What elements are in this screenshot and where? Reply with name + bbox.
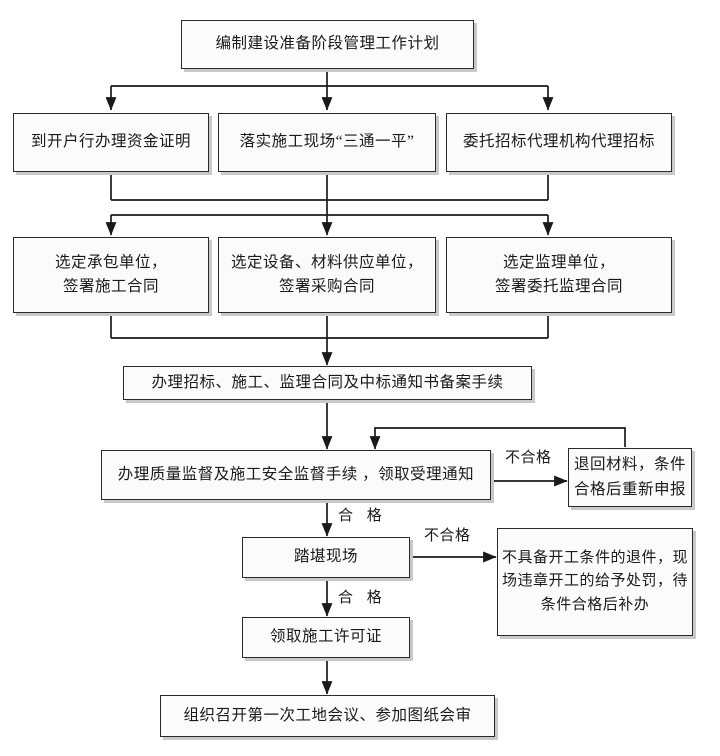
node-quality-safety-supervision-line-1: 办理质量监督及施工安全监督手续 ，领取受理通知 (117, 465, 475, 483)
node-not-qualified-penalty-line-1: 不具备开工条件的退件，现 (501, 550, 688, 567)
node-site-three-connections[interactable]: 落实施工现场“三通一平” (218, 113, 436, 172)
connector-return-feedback (369, 427, 626, 450)
node-select-contractor[interactable]: 选定承包单位， 签署施工合同 (13, 237, 209, 313)
node-first-site-meeting[interactable]: 组织召开第一次工地会议、参加图纸会审 (160, 695, 495, 737)
edge-label-survey-fail: 不合格 (424, 528, 471, 544)
node-select-supplier-line-2: 签署采购合同 (278, 278, 375, 295)
node-fund-certificate-line-1: 到开户行办理资金证明 (30, 133, 191, 151)
edge-label-supervision-fail: 不合格 (505, 450, 552, 466)
node-construction-permit-line-1: 领取施工许可证 (269, 628, 382, 646)
node-quality-safety-supervision[interactable]: 办理质量监督及施工安全监督手续 ，领取受理通知 (101, 450, 491, 500)
node-select-contractor-line-2: 签署施工合同 (62, 278, 159, 295)
node-return-materials[interactable]: 退回材料，条件 合格后重新申报 (568, 448, 692, 507)
node-select-supplier-line-1: 选定设备、材料供应单位， (230, 253, 423, 271)
node-select-contractor-line-1: 选定承包单位， (54, 253, 167, 271)
node-construction-permit[interactable]: 领取施工许可证 (242, 617, 410, 658)
node-select-supervisor[interactable]: 选定监理单位， 签署委托监理合同 (446, 237, 672, 313)
node-not-qualified-penalty[interactable]: 不具备开工条件的退件，现 场违章开工的给予处罚，待 条件合格后补办 (497, 528, 693, 636)
node-contract-filing[interactable]: 办理招标、施工、监理合同及中标通知书备案手续 (123, 366, 532, 400)
node-first-site-meeting-line-1: 组织召开第一次工地会议、参加图纸会审 (183, 706, 472, 724)
node-select-supplier[interactable]: 选定设备、材料供应单位， 签署采购合同 (218, 237, 436, 313)
node-return-materials-line-2: 合格后重新申报 (573, 480, 686, 498)
node-site-survey-line-1: 踏堪现场 (293, 548, 358, 566)
node-select-supervisor-line-1: 选定监理单位， (502, 253, 615, 271)
node-entrust-bidding-agency[interactable]: 委托招标代理机构代理招标 (446, 113, 672, 172)
node-entrust-bidding-agency-line-1: 委托招标代理机构代理招标 (462, 133, 655, 151)
node-plan[interactable]: 编制建设准备阶段管理工作计划 (181, 20, 474, 69)
node-contract-filing-line-1: 办理招标、施工、监理合同及中标通知书备案手续 (151, 373, 504, 391)
node-not-qualified-penalty-line-3: 条件合格后补办 (540, 596, 650, 613)
edge-label-supervision-pass: 合 格 (338, 508, 387, 524)
edge-label-survey-pass: 合 格 (338, 590, 387, 606)
node-site-survey[interactable]: 踏堪现场 (242, 537, 410, 578)
node-return-materials-line-1: 退回材料，条件 (573, 456, 686, 474)
node-not-qualified-penalty-line-2: 场违章开工的给予处罚，待 (501, 573, 688, 590)
node-site-three-connections-line-1: 落实施工现场“三通一平” (239, 133, 415, 151)
node-fund-certificate[interactable]: 到开户行办理资金证明 (13, 113, 209, 172)
node-plan-line-1: 编制建设准备阶段管理工作计划 (215, 35, 440, 53)
node-select-supervisor-line-2: 签署委托监理合同 (494, 278, 623, 295)
